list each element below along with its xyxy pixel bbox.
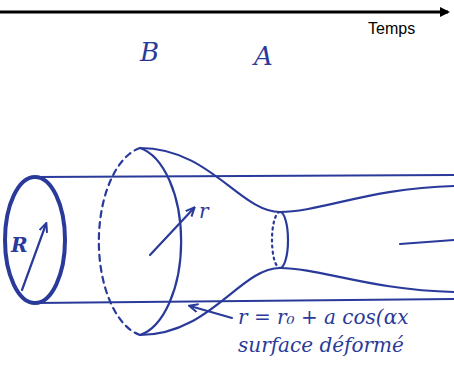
axis-line [400, 240, 454, 244]
tube-wall [35, 175, 454, 177]
radius-label: R [11, 234, 28, 257]
radius-arrow [150, 208, 194, 255]
time-arrow [0, 11, 448, 14]
axis-label: Temps [368, 20, 415, 38]
tube-wall [35, 299, 454, 303]
radius-label: r [199, 200, 209, 223]
deformed-surface [140, 268, 454, 335]
deformed-section-hidden [99, 148, 140, 335]
annotation-note: surface déformé [238, 334, 404, 357]
neck-section-hidden [272, 212, 280, 268]
tube-section [5, 177, 65, 303]
region-label: A [254, 42, 273, 72]
region-label: B [140, 38, 159, 68]
deformed-surface [140, 148, 454, 212]
formula-note: r = r₀ + a cos(αx [238, 306, 408, 329]
leader-arrow [190, 306, 232, 318]
neck-section [280, 212, 288, 268]
deformed-section [140, 148, 181, 335]
